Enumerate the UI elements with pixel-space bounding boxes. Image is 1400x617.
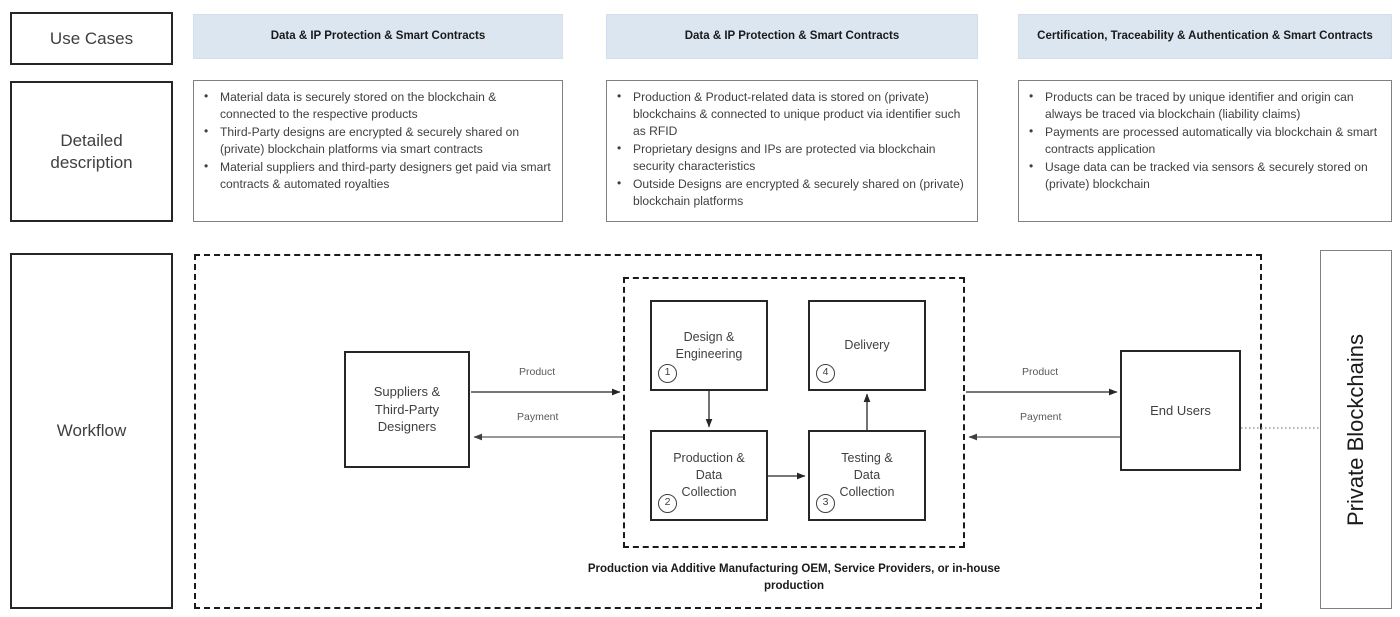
detail-list-3: Products can be traced by unique identif… bbox=[1027, 88, 1381, 193]
row-label-workflow: Workflow bbox=[10, 253, 173, 609]
use-case-header-2: Data & IP Protection & Smart Contracts bbox=[606, 14, 978, 59]
arrow-label-product-right: Product bbox=[1022, 366, 1059, 378]
node-delivery-label: Delivery bbox=[844, 338, 890, 353]
workflow-outer-boundary bbox=[194, 254, 1262, 609]
production-cluster-boundary bbox=[623, 277, 965, 548]
detail-list-1: Material data is securely stored on the … bbox=[202, 88, 552, 193]
node-production-label: Production & Data Collection bbox=[673, 451, 745, 499]
node-production-data-collection[interactable]: Production & Data Collection 2 bbox=[650, 430, 768, 521]
row-label-detailed-description: Detailed description bbox=[10, 81, 173, 222]
node-delivery[interactable]: Delivery 4 bbox=[808, 300, 926, 391]
list-item: Material suppliers and third-party desig… bbox=[204, 158, 552, 193]
node-end-users[interactable]: End Users bbox=[1120, 350, 1241, 471]
private-blockchains-panel: Private Blockchains bbox=[1320, 250, 1392, 609]
production-cluster-caption: Production via Additive Manufacturing OE… bbox=[587, 563, 1001, 592]
list-item: Outside Designs are encrypted & securely… bbox=[617, 175, 967, 210]
arrow-label-payment-right: Payment bbox=[1020, 411, 1062, 423]
step-number-3: 3 bbox=[816, 494, 835, 513]
node-suppliers-third-party-designers[interactable]: Suppliers & Third-Party Designers bbox=[344, 351, 470, 468]
node-suppliers-label: Suppliers & Third-Party Designers bbox=[373, 384, 441, 435]
use-case-header-1-text: Data & IP Protection & Smart Contracts bbox=[270, 30, 486, 43]
row-label-use-cases: Use Cases bbox=[10, 12, 173, 65]
use-case-header-3: Certification, Traceability & Authentica… bbox=[1018, 14, 1392, 59]
node-end-users-label: End Users bbox=[1150, 402, 1211, 418]
node-testing-label: Testing & Data Collection bbox=[839, 451, 895, 499]
detail-box-1: Material data is securely stored on the … bbox=[193, 80, 563, 222]
detail-box-2: Production & Product-related data is sto… bbox=[606, 80, 978, 222]
use-case-header-3-text: Certification, Traceability & Authentica… bbox=[1037, 30, 1373, 43]
row-label-detailed-description-text: Detailed description bbox=[50, 131, 133, 172]
node-design-label: Design & Engineering bbox=[675, 329, 743, 361]
step-number-4: 4 bbox=[816, 364, 835, 383]
use-case-header-1: Data & IP Protection & Smart Contracts bbox=[193, 14, 563, 59]
arrow-label-payment-left: Payment bbox=[517, 411, 559, 423]
list-item: Products can be traced by unique identif… bbox=[1029, 88, 1381, 123]
node-design-engineering[interactable]: Design & Engineering 1 bbox=[650, 300, 768, 391]
use-case-header-2-text: Data & IP Protection & Smart Contracts bbox=[684, 30, 900, 43]
private-blockchains-label: Private Blockchains bbox=[1343, 333, 1369, 526]
list-item: Material data is securely stored on the … bbox=[204, 88, 552, 123]
detail-box-3: Products can be traced by unique identif… bbox=[1018, 80, 1392, 222]
list-item: Production & Product-related data is sto… bbox=[617, 88, 967, 141]
list-item: Payments are processed automatically via… bbox=[1029, 123, 1381, 158]
arrow-label-product-left: Product bbox=[519, 366, 556, 378]
row-label-workflow-text: Workflow bbox=[56, 421, 127, 441]
list-item: Usage data can be tracked via sensors & … bbox=[1029, 158, 1381, 193]
step-number-2: 2 bbox=[658, 494, 677, 513]
step-number-1: 1 bbox=[658, 364, 677, 383]
detail-list-2: Production & Product-related data is sto… bbox=[615, 88, 967, 210]
list-item: Third-Party designs are encrypted & secu… bbox=[204, 123, 552, 158]
node-testing-data-collection[interactable]: Testing & Data Collection 3 bbox=[808, 430, 926, 521]
list-item: Proprietary designs and IPs are protecte… bbox=[617, 140, 967, 175]
row-label-use-cases-text: Use Cases bbox=[49, 28, 134, 48]
